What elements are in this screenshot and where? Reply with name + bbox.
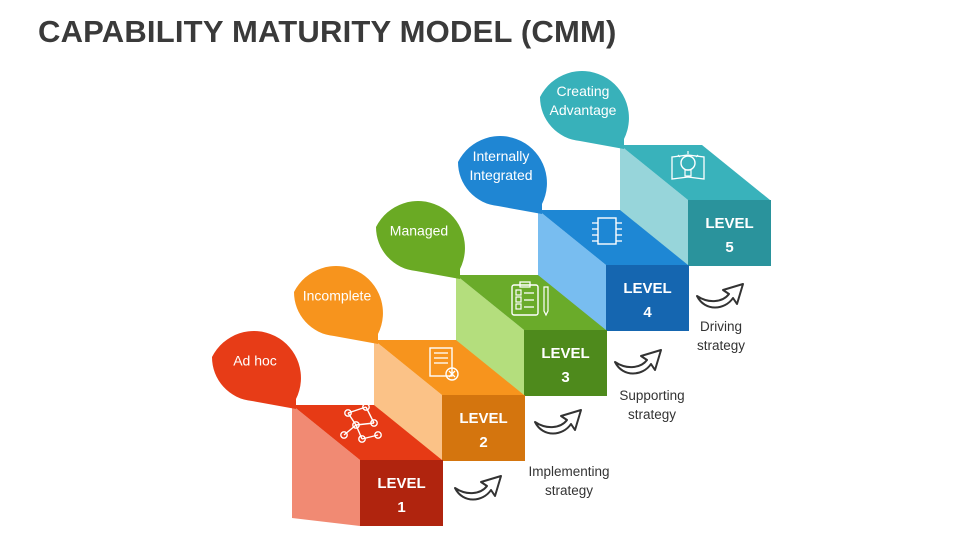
level-1-bubble bbox=[211, 331, 301, 409]
strategy-caption-1: strategy bbox=[545, 483, 593, 498]
level-5-bubble bbox=[539, 71, 629, 149]
level-5-bubble-text: Creating bbox=[557, 83, 610, 99]
level-4-label: LEVEL bbox=[623, 280, 671, 297]
step-top-face bbox=[456, 275, 606, 330]
level-4-bubble-text: Internally bbox=[473, 148, 530, 164]
level-3-bubble-text: Managed bbox=[390, 223, 448, 239]
step-top-face bbox=[374, 340, 524, 395]
step-side-face bbox=[292, 405, 360, 526]
level-4-number: 4 bbox=[643, 304, 652, 321]
level-2-label: LEVEL bbox=[459, 410, 507, 427]
document-cancel-icon bbox=[429, 347, 459, 381]
level-2-bubble bbox=[293, 266, 383, 344]
curved-arrow-icon bbox=[534, 409, 582, 435]
strategy-caption-3: Driving bbox=[700, 319, 742, 334]
step-top-face bbox=[538, 210, 688, 265]
strategy-caption-2: strategy bbox=[628, 407, 676, 422]
curved-arrow-icon bbox=[614, 349, 662, 375]
level-2-bubble-text: Incomplete bbox=[303, 288, 372, 304]
step-top-face bbox=[620, 145, 770, 200]
step-top-face bbox=[292, 405, 442, 460]
network-nodes-icon bbox=[340, 403, 382, 443]
level-2-number: 2 bbox=[479, 434, 487, 451]
level-3-bubble bbox=[375, 201, 465, 279]
level-1-number: 1 bbox=[397, 499, 405, 516]
page-title: CAPABILITY MATURITY MODEL (CMM) bbox=[38, 14, 617, 49]
level-5-number: 5 bbox=[725, 239, 733, 256]
microchip-icon bbox=[592, 217, 622, 245]
level-4-bubble-text: Integrated bbox=[469, 167, 532, 183]
curved-arrow-icon bbox=[454, 475, 502, 501]
step-front-face bbox=[606, 265, 689, 331]
strategy-caption-1: Implementing bbox=[528, 464, 609, 479]
level-3-label: LEVEL bbox=[541, 345, 589, 362]
lightbulb-book-icon bbox=[671, 151, 705, 180]
level-5-label: LEVEL bbox=[705, 215, 753, 232]
level-4-bubble bbox=[457, 136, 547, 214]
step-front-face bbox=[688, 200, 771, 266]
step-front-face bbox=[360, 460, 443, 526]
step-front-face bbox=[524, 330, 607, 396]
strategy-caption-2: Supporting bbox=[619, 388, 684, 403]
step-front-face bbox=[442, 395, 525, 461]
checklist-clipboard-icon bbox=[511, 281, 549, 317]
level-1-label: LEVEL bbox=[377, 475, 425, 492]
level-3-number: 3 bbox=[561, 369, 569, 386]
level-1-bubble-text: Ad hoc bbox=[233, 353, 277, 369]
level-5-bubble-text: Advantage bbox=[550, 102, 617, 118]
strategy-caption-3: strategy bbox=[697, 338, 745, 353]
curved-arrow-icon bbox=[696, 283, 744, 309]
